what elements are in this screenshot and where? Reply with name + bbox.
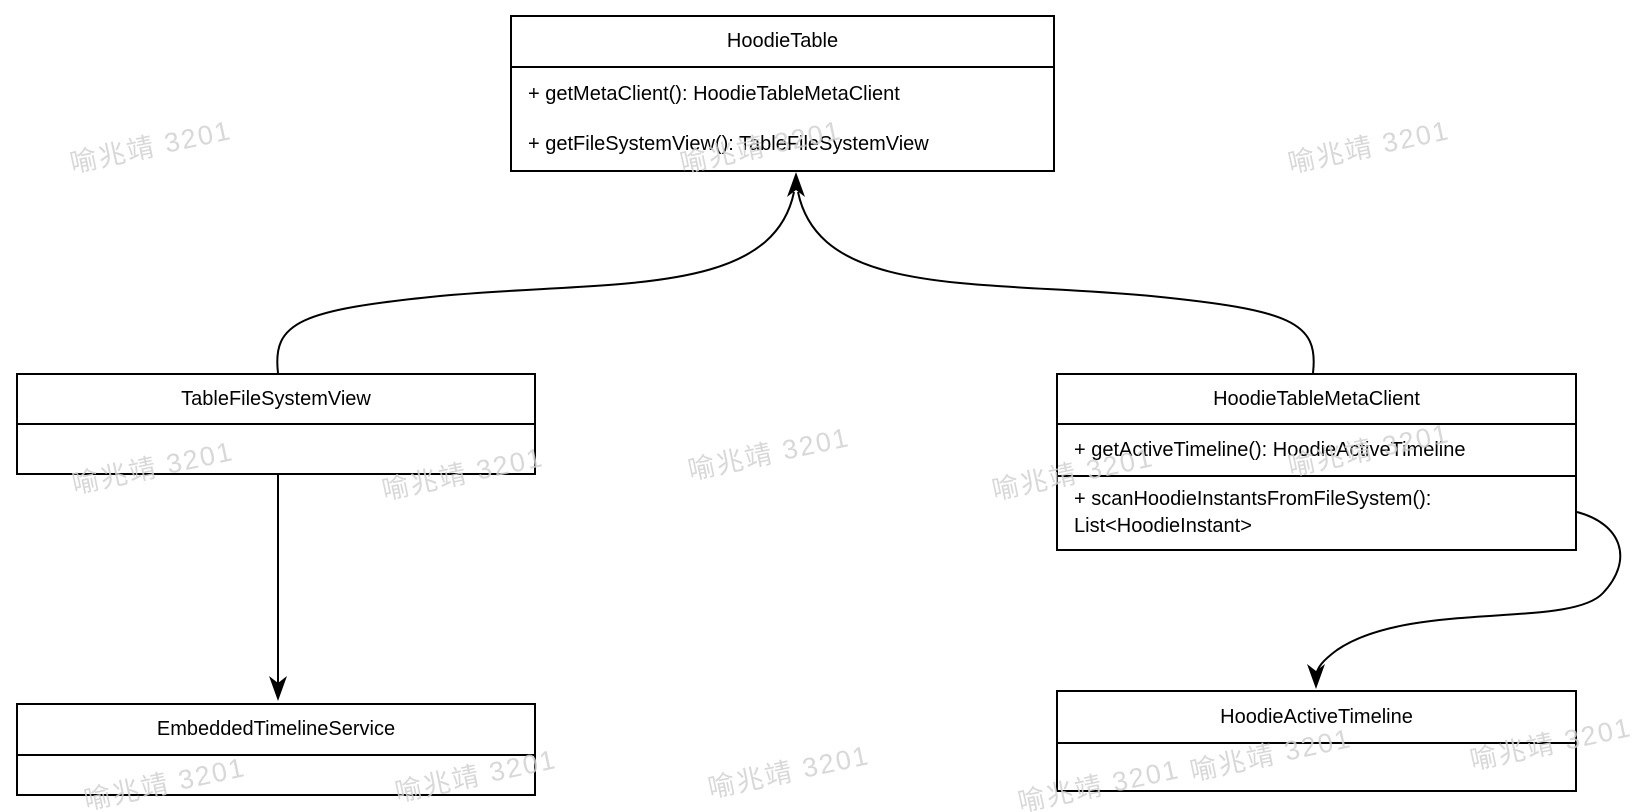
class-box-embeddedtimelineservice: EmbeddedTimelineService <box>16 703 536 796</box>
class-empty-compartment <box>18 756 534 794</box>
class-method-row: + scanHoodieInstantsFromFileSystem(): Li… <box>1058 477 1575 549</box>
class-title-embeddedtimelineservice: EmbeddedTimelineService <box>18 705 534 756</box>
method-getmetaclient: + getMetaClient(): HoodieTableMetaClient <box>528 83 900 105</box>
method-getactivetimeline: + getActiveTimeline(): HoodieActiveTimel… <box>1074 438 1466 461</box>
class-title-tablefilesystemview: TableFileSystemView <box>18 375 534 425</box>
arrowhead-down-embeddedtimelineservice <box>269 676 287 701</box>
class-title-hoodietable: HoodieTable <box>512 17 1053 68</box>
class-box-hoodieactivetimeline: HoodieActiveTimeline <box>1056 690 1577 792</box>
class-method-row: + getActiveTimeline(): HoodieActiveTimel… <box>1058 425 1575 477</box>
arrowhead-down-hoodieactivetimeline <box>1307 664 1325 689</box>
class-title-hoodieactivetimeline: HoodieActiveTimeline <box>1058 692 1575 744</box>
arrow-tablefilesystemview-to-hoodietable <box>276 191 795 374</box>
watermark-text: 喻兆靖 3201 <box>1285 115 1453 179</box>
class-box-hoodietablemetaclient: HoodieTableMetaClient + getActiveTimelin… <box>1056 373 1577 551</box>
watermark-text: 喻兆靖 3201 <box>67 115 235 179</box>
class-box-hoodietable: HoodieTable + getMetaClient(): HoodieTab… <box>510 15 1055 172</box>
watermark-text: 喻兆靖 3201 <box>705 740 873 804</box>
watermark-text: 喻兆靖 3201 <box>685 422 853 486</box>
arrowhead-up-hoodietable <box>787 172 805 197</box>
method-scanhoodieinstants-line2: List<HoodieInstant> <box>1074 515 1252 537</box>
class-empty-compartment <box>18 425 534 473</box>
method-getfilesystemview: + getFileSystemView(): TableFileSystemVi… <box>528 133 929 155</box>
method-scanhoodieinstants-line1: + scanHoodieInstantsFromFileSystem(): <box>1074 488 1432 510</box>
arrow-hoodietablemetaclient-to-hoodietable <box>797 191 1315 374</box>
class-empty-compartment <box>1058 744 1575 790</box>
class-title-hoodietablemetaclient: HoodieTableMetaClient <box>1058 375 1575 425</box>
class-methods-hoodietable: + getMetaClient(): HoodieTableMetaClient… <box>512 68 1053 170</box>
class-box-tablefilesystemview: TableFileSystemView <box>16 373 536 475</box>
